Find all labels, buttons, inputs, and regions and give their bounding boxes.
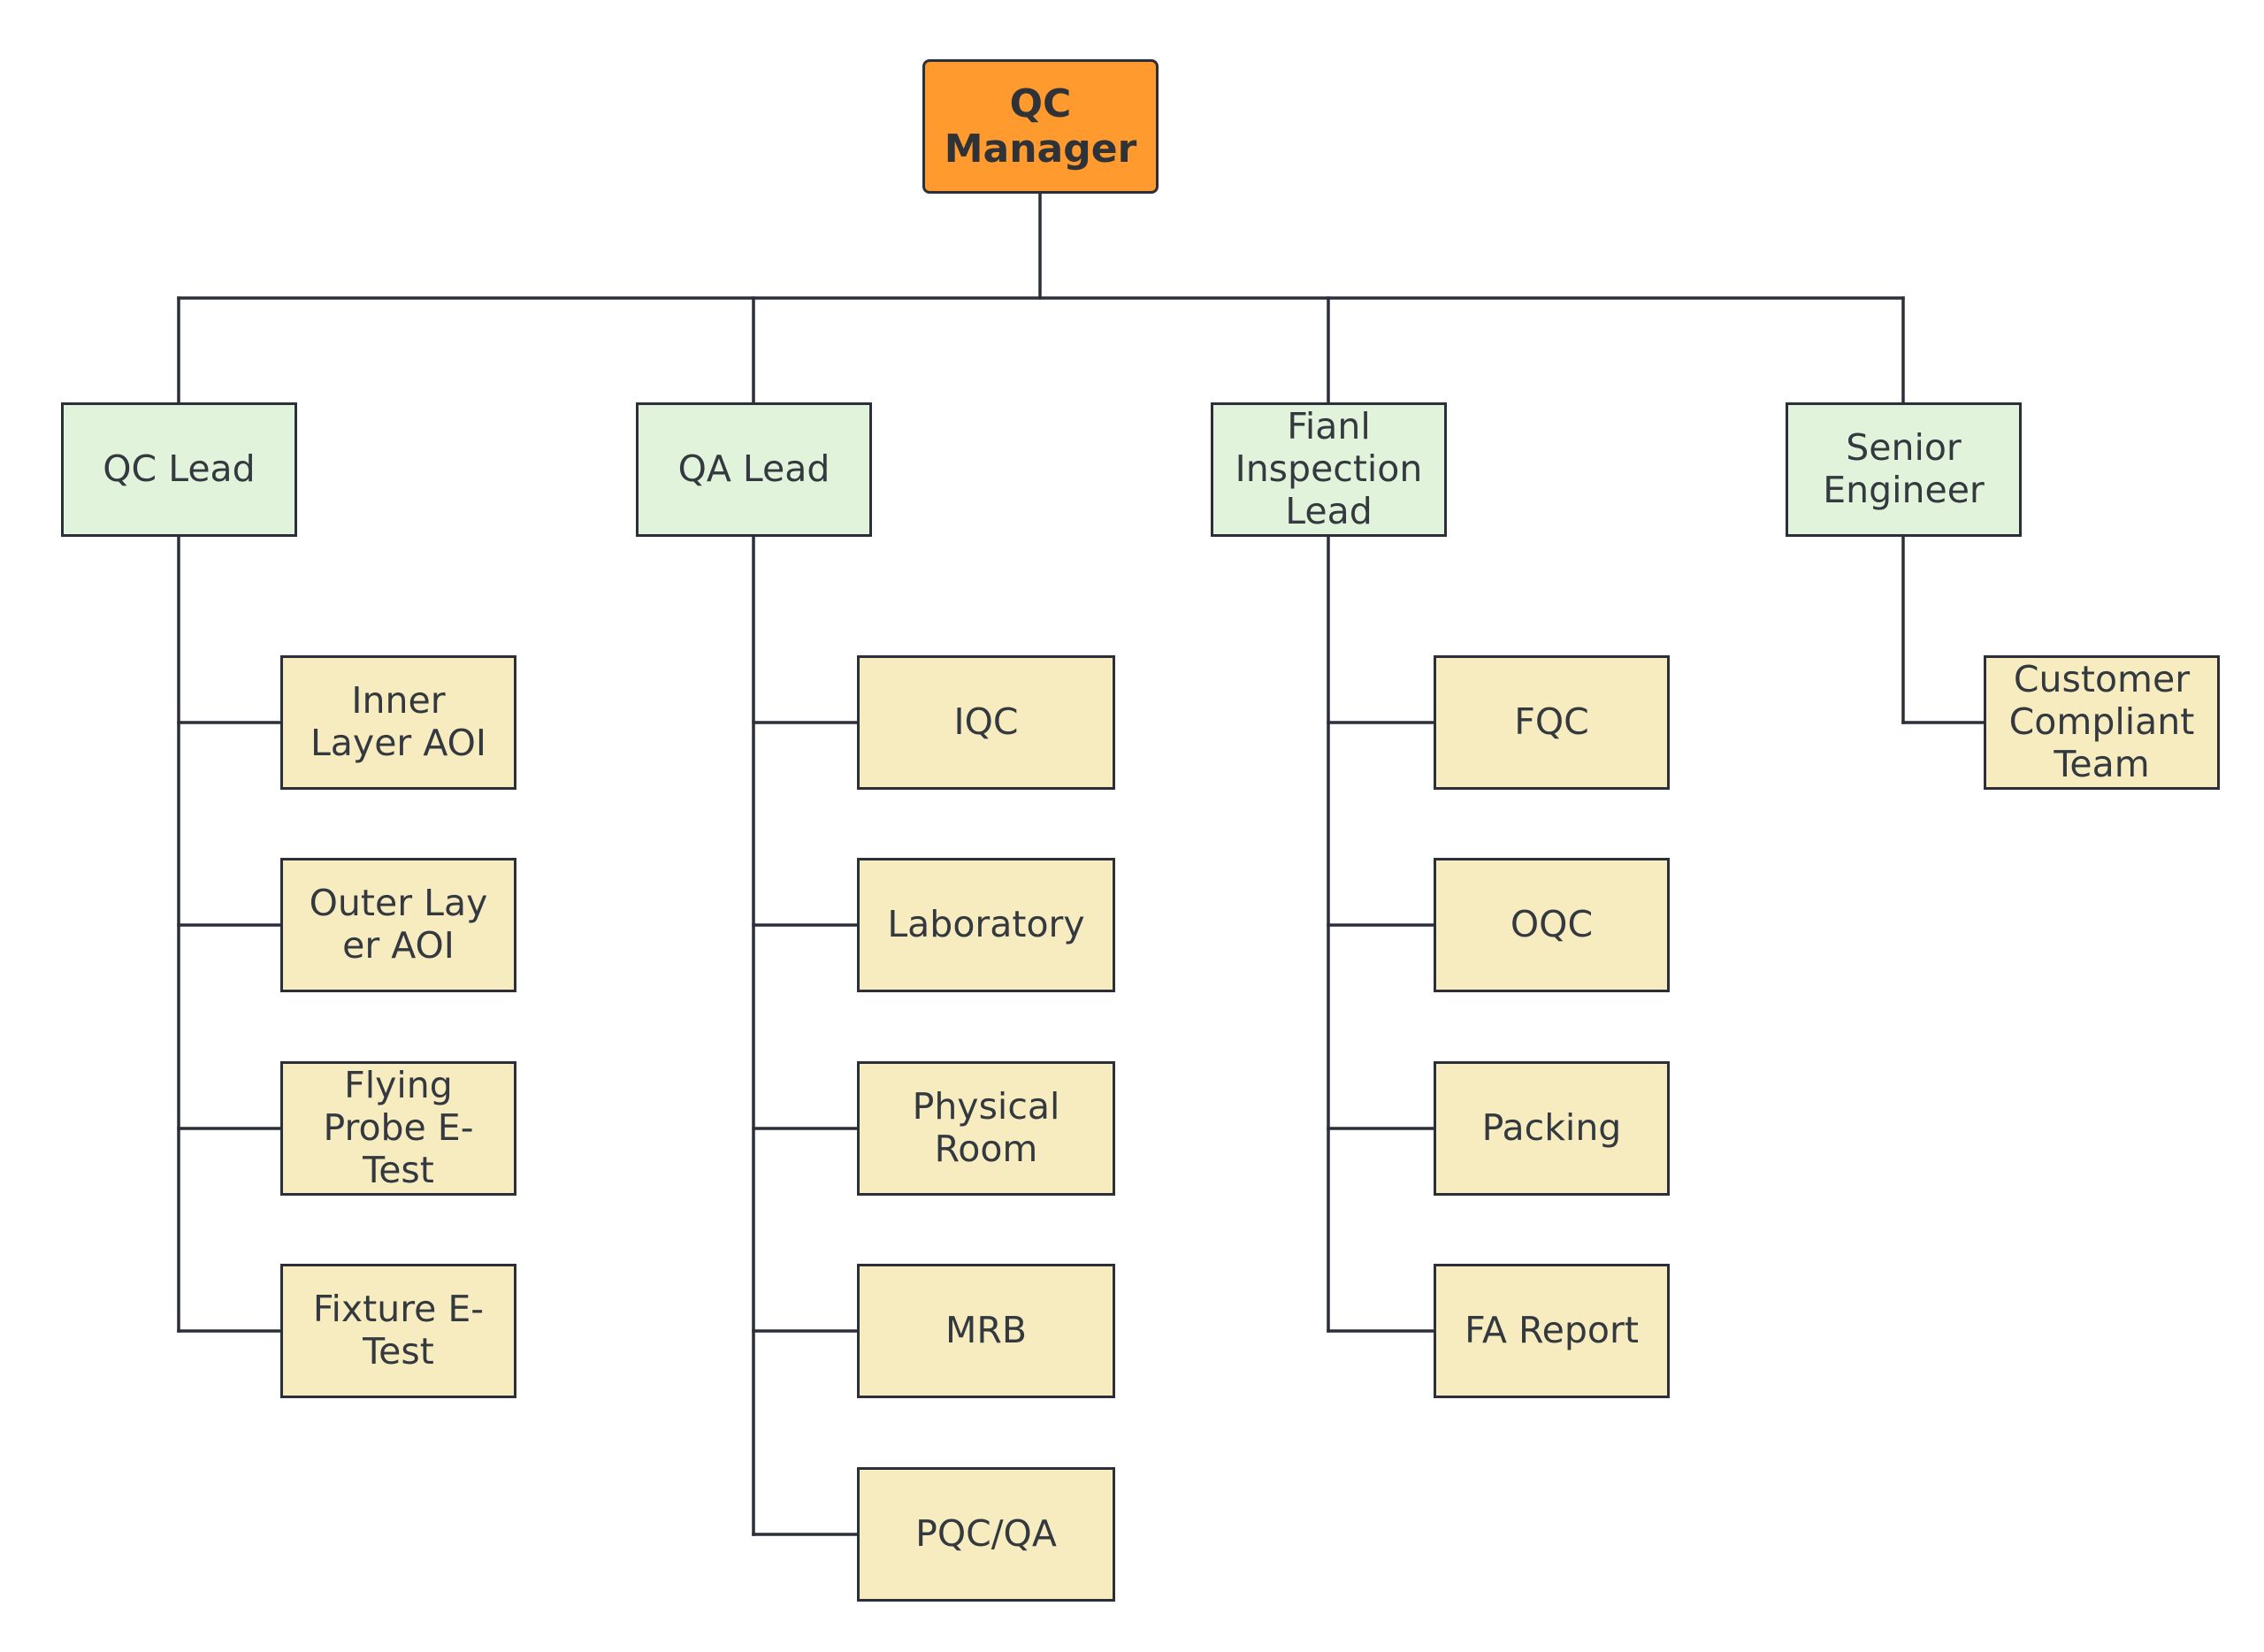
node-qc-lead[interactable]: QC Lead	[61, 402, 297, 537]
node-label: Packing	[1481, 1106, 1622, 1150]
node-label: FQC	[1514, 700, 1589, 744]
node-pqc-qa[interactable]: PQC/QA	[857, 1467, 1115, 1602]
node-label: QA Lead	[677, 447, 830, 491]
node-label: FA Report	[1465, 1309, 1639, 1352]
node-label: Laboratory	[887, 903, 1085, 946]
node-label: IQC	[953, 700, 1019, 744]
node-label: MRB	[945, 1309, 1027, 1352]
node-label: Fixture E-Test	[312, 1288, 485, 1373]
node-label: QC Lead	[103, 447, 256, 491]
node-fqc[interactable]: FQC	[1434, 655, 1670, 790]
node-fa-report[interactable]: FA Report	[1434, 1264, 1670, 1398]
node-laboratory[interactable]: Laboratory	[857, 858, 1115, 992]
node-label: PQC/QA	[915, 1512, 1057, 1556]
node-packing[interactable]: Packing	[1434, 1061, 1670, 1196]
node-mrb[interactable]: MRB	[857, 1264, 1115, 1398]
node-qa-lead[interactable]: QA Lead	[636, 402, 872, 537]
node-iqc[interactable]: IQC	[857, 655, 1115, 790]
node-fixture-e-test[interactable]: Fixture E-Test	[280, 1264, 516, 1398]
node-label: OQC	[1510, 903, 1594, 946]
node-oqc[interactable]: OQC	[1434, 858, 1670, 992]
